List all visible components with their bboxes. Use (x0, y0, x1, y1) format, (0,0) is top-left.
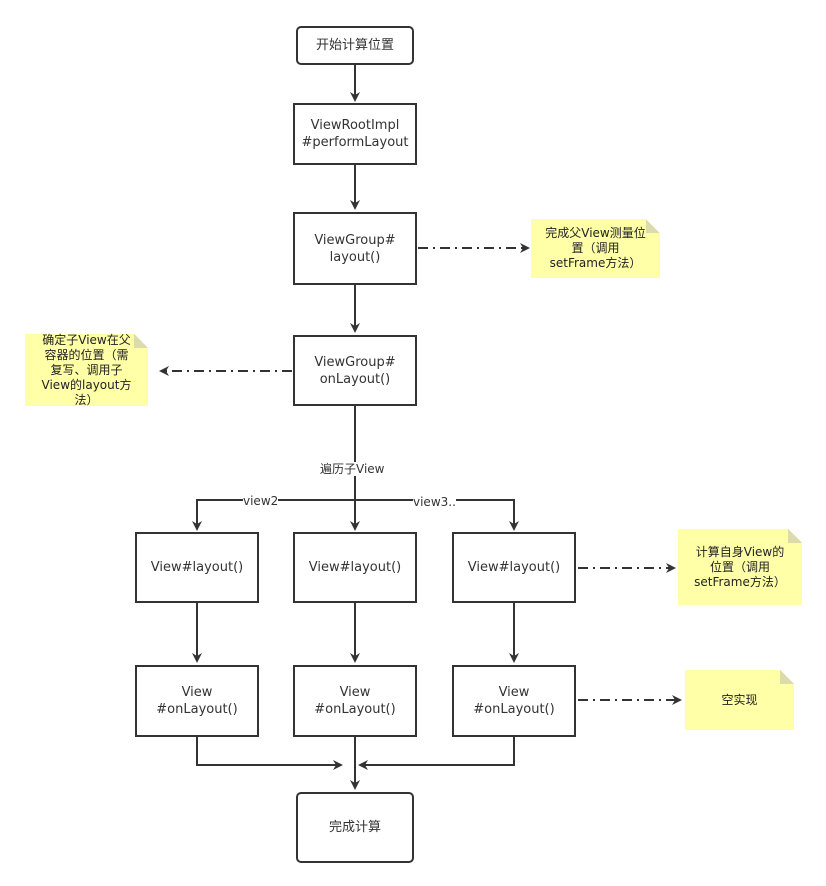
note-child-position-text: 确定子View在父 容器的位置（需 复写、调用子 View的layout方 法） (41, 332, 132, 407)
node-child3-onlayout[interactable]: View #onLayout() (452, 665, 576, 737)
note-empty-impl: 空实现 (685, 670, 794, 730)
note-fold-icon (788, 529, 802, 543)
node-start[interactable]: 开始计算位置 (296, 26, 414, 65)
edge-branch-to-child3 (355, 499, 519, 531)
node-end[interactable]: 完成计算 (296, 792, 414, 863)
note-parent-measure-text: 完成父View测量位 置（调用 setFrame方法） (545, 226, 646, 270)
note-parent-measure: 完成父View测量位 置（调用 setFrame方法） (531, 219, 660, 278)
node-child1-layout[interactable]: View#layout() (135, 532, 259, 603)
node-child2-layout[interactable]: View#layout() (293, 532, 417, 603)
node-child1-onlayout[interactable]: View #onLayout() (135, 665, 259, 737)
note-child-position: 确定子View在父 容器的位置（需 复写、调用子 View的layout方 法） (25, 332, 148, 407)
node-viewgroup-layout[interactable]: ViewGroup# layout() (293, 212, 417, 285)
note-fold-icon (134, 334, 148, 348)
node-child2-onlayout[interactable]: View #onLayout() (293, 665, 417, 737)
note-self-position-text: 计算自身View的 位置（调用 setFrame方法） (694, 544, 786, 589)
note-fold-icon (646, 219, 660, 233)
edge-child1-to-merge (196, 737, 343, 770)
edge-label-traverse: 遍历子View (320, 462, 385, 476)
node-viewrootimpl-performlayout[interactable]: ViewRootImpl #performLayout (293, 103, 417, 165)
edge-label-view2: view2 (243, 494, 279, 508)
node-child3-layout[interactable]: View#layout() (452, 532, 576, 603)
note-self-position: 计算自身View的 位置（调用 setFrame方法） (678, 529, 802, 605)
node-viewgroup-onlayout[interactable]: ViewGroup# onLayout() (293, 335, 417, 406)
note-empty-impl-text: 空实现 (721, 692, 758, 707)
edge-label-view3: view3.. (413, 495, 456, 509)
edge-branch-to-child1 (192, 499, 355, 531)
edge-child3-to-merge (358, 737, 515, 770)
note-fold-icon (780, 670, 794, 684)
